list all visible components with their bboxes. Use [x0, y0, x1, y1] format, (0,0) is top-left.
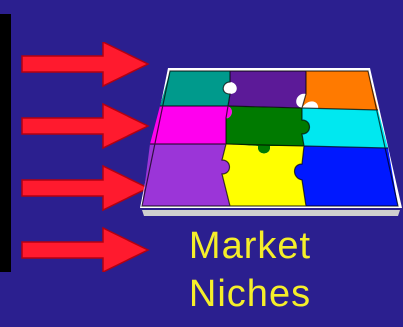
- puzzle-piece: [160, 71, 230, 106]
- puzzle-icon: [140, 68, 402, 216]
- puzzle-piece: [226, 106, 310, 154]
- right-arrow-icon: [21, 164, 150, 212]
- right-arrow-icon: [21, 42, 150, 88]
- puzzle-piece: [302, 71, 378, 110]
- right-arrow-icon: [21, 226, 150, 272]
- right-arrow-icon: [21, 102, 150, 150]
- puzzle-piece: [302, 108, 388, 148]
- puzzle-piece: [294, 146, 398, 206]
- side-bar: [0, 14, 11, 272]
- puzzle-piece: [142, 144, 230, 206]
- caption-line-2: Niches: [188, 273, 312, 315]
- puzzle-piece: [222, 144, 306, 206]
- caption: Market Niches: [150, 222, 350, 318]
- puzzle-piece: [150, 106, 232, 144]
- puzzle-piece: [228, 71, 306, 108]
- arrows-group: [21, 42, 150, 272]
- caption-line-1: Market: [188, 225, 312, 267]
